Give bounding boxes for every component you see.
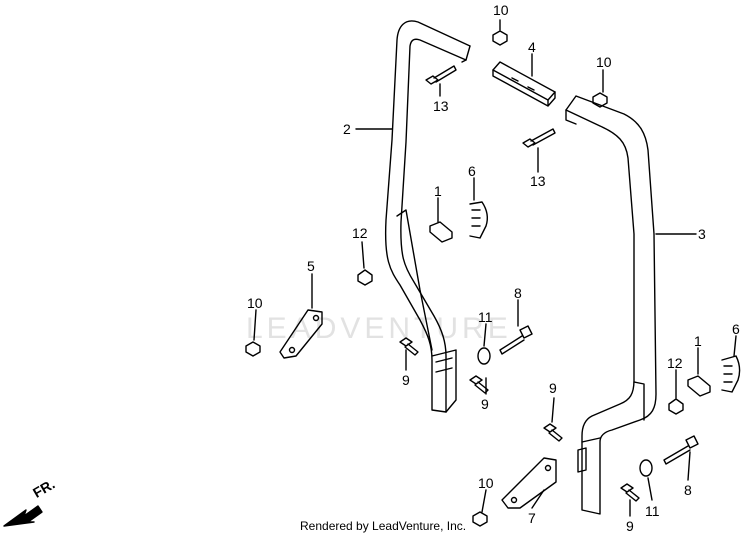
callout-3: 3 xyxy=(698,226,706,242)
leader-8-lower xyxy=(687,451,691,481)
callout-9-c: 9 xyxy=(549,380,557,396)
fr-arrow xyxy=(3,505,43,527)
callout-13-upper: 13 xyxy=(433,98,449,114)
nut-10-right xyxy=(592,92,608,108)
spring-6-right xyxy=(721,355,741,393)
bolt-8-lower xyxy=(663,435,699,465)
bracket-7 xyxy=(501,457,557,509)
left-handle-frame xyxy=(384,20,471,413)
leader-10-bottom xyxy=(481,489,487,513)
screw-12-right xyxy=(668,398,684,415)
washer-11-lower xyxy=(639,459,653,477)
callout-8-upper: 8 xyxy=(514,285,522,301)
leader-6-right xyxy=(733,335,737,357)
leader-12-left xyxy=(361,241,365,269)
nut-10-left xyxy=(245,341,261,357)
washer-11-upper xyxy=(477,347,491,365)
callout-12-right: 12 xyxy=(667,355,683,371)
bolt-9-d xyxy=(620,483,640,502)
bolt-8-upper xyxy=(499,325,533,355)
callout-9-a: 9 xyxy=(402,372,410,388)
watermark: LEADVENTURE xyxy=(246,312,512,345)
nut-10-top xyxy=(492,30,508,46)
callout-9-d: 9 xyxy=(626,518,634,534)
leader-7 xyxy=(531,489,545,509)
callout-6-right: 6 xyxy=(732,321,740,337)
callout-2: 2 xyxy=(343,121,351,137)
callout-10-top: 10 xyxy=(493,2,509,18)
callout-7: 7 xyxy=(528,510,536,526)
bolt-9-a xyxy=(399,337,419,356)
bracket-5 xyxy=(279,309,323,359)
leader-11-upper xyxy=(483,323,487,347)
callout-9-b: 9 xyxy=(481,396,489,412)
clip-1-left xyxy=(429,221,453,243)
callout-13-lower: 13 xyxy=(530,173,546,189)
callout-10-bottom: 10 xyxy=(478,475,494,491)
footer-credit: Rendered by LeadVenture, Inc. xyxy=(300,519,467,533)
callout-8-lower: 8 xyxy=(684,482,692,498)
bolt-13-upper xyxy=(425,65,457,85)
callout-4: 4 xyxy=(528,39,536,55)
callout-10-left: 10 xyxy=(247,295,263,311)
callout-11-upper: 11 xyxy=(478,309,493,325)
nut-10-bottom xyxy=(472,511,488,527)
callout-12-left: 12 xyxy=(352,225,368,241)
callout-6-left: 6 xyxy=(468,163,476,179)
callout-1-left: 1 xyxy=(434,183,442,199)
spring-6-left xyxy=(469,201,489,239)
cross-bar xyxy=(492,61,556,107)
clip-1-right xyxy=(687,375,711,397)
bolt-9-c xyxy=(543,423,563,442)
leader-9-c xyxy=(551,397,555,423)
bolt-13-lower xyxy=(522,128,556,148)
callout-1-right: 1 xyxy=(694,333,702,349)
callout-10-right: 10 xyxy=(596,54,612,70)
leader-11-lower xyxy=(647,477,653,501)
screw-12-left xyxy=(357,269,373,286)
callout-5: 5 xyxy=(307,258,315,274)
right-handle-frame xyxy=(565,95,657,515)
callout-11-lower: 11 xyxy=(645,503,660,519)
leader-10-left xyxy=(253,309,257,341)
